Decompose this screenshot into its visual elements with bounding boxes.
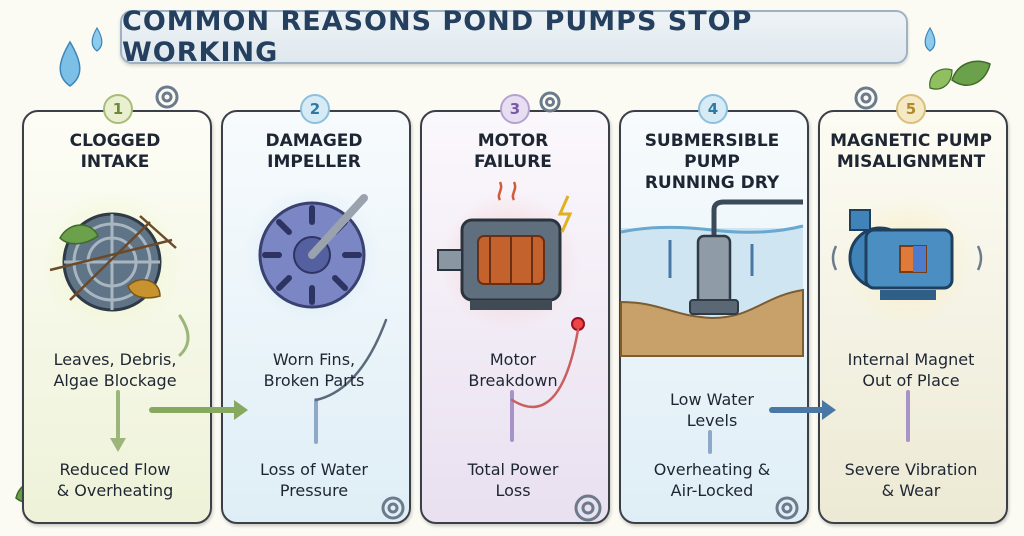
effect-magnetic-misalignment: Severe Vibration& Wear [844,460,978,500]
effect-running-dry: Overheating &Air-Locked [653,460,771,500]
title-banner: COMMON REASONS POND PUMPS STOP WORKING [120,6,908,68]
grate-icon [40,190,184,334]
motor-icon [437,181,585,332]
submersible-pump-icon [620,199,804,357]
step-number-4: 4 [698,94,728,124]
page-title: COMMON REASONS POND PUMPS STOP WORKING [122,6,753,68]
magnetic-pump-icon [831,194,983,326]
cause-damaged-impeller: Worn Fins,Broken Parts [263,350,365,390]
step-number-1: 1 [103,94,133,124]
effect-clogged-intake: Reduced Flow& Overheating [56,460,174,500]
impeller-icon [244,187,380,323]
step-number-2: 2 [300,94,330,124]
gear-icon [155,85,878,522]
step-number-5: 5 [896,94,926,124]
step-number-3: 3 [500,94,530,124]
arrow-icon [110,314,910,454]
cause-clogged-intake: Leaves, Debris,Algae Blockage [53,350,177,390]
